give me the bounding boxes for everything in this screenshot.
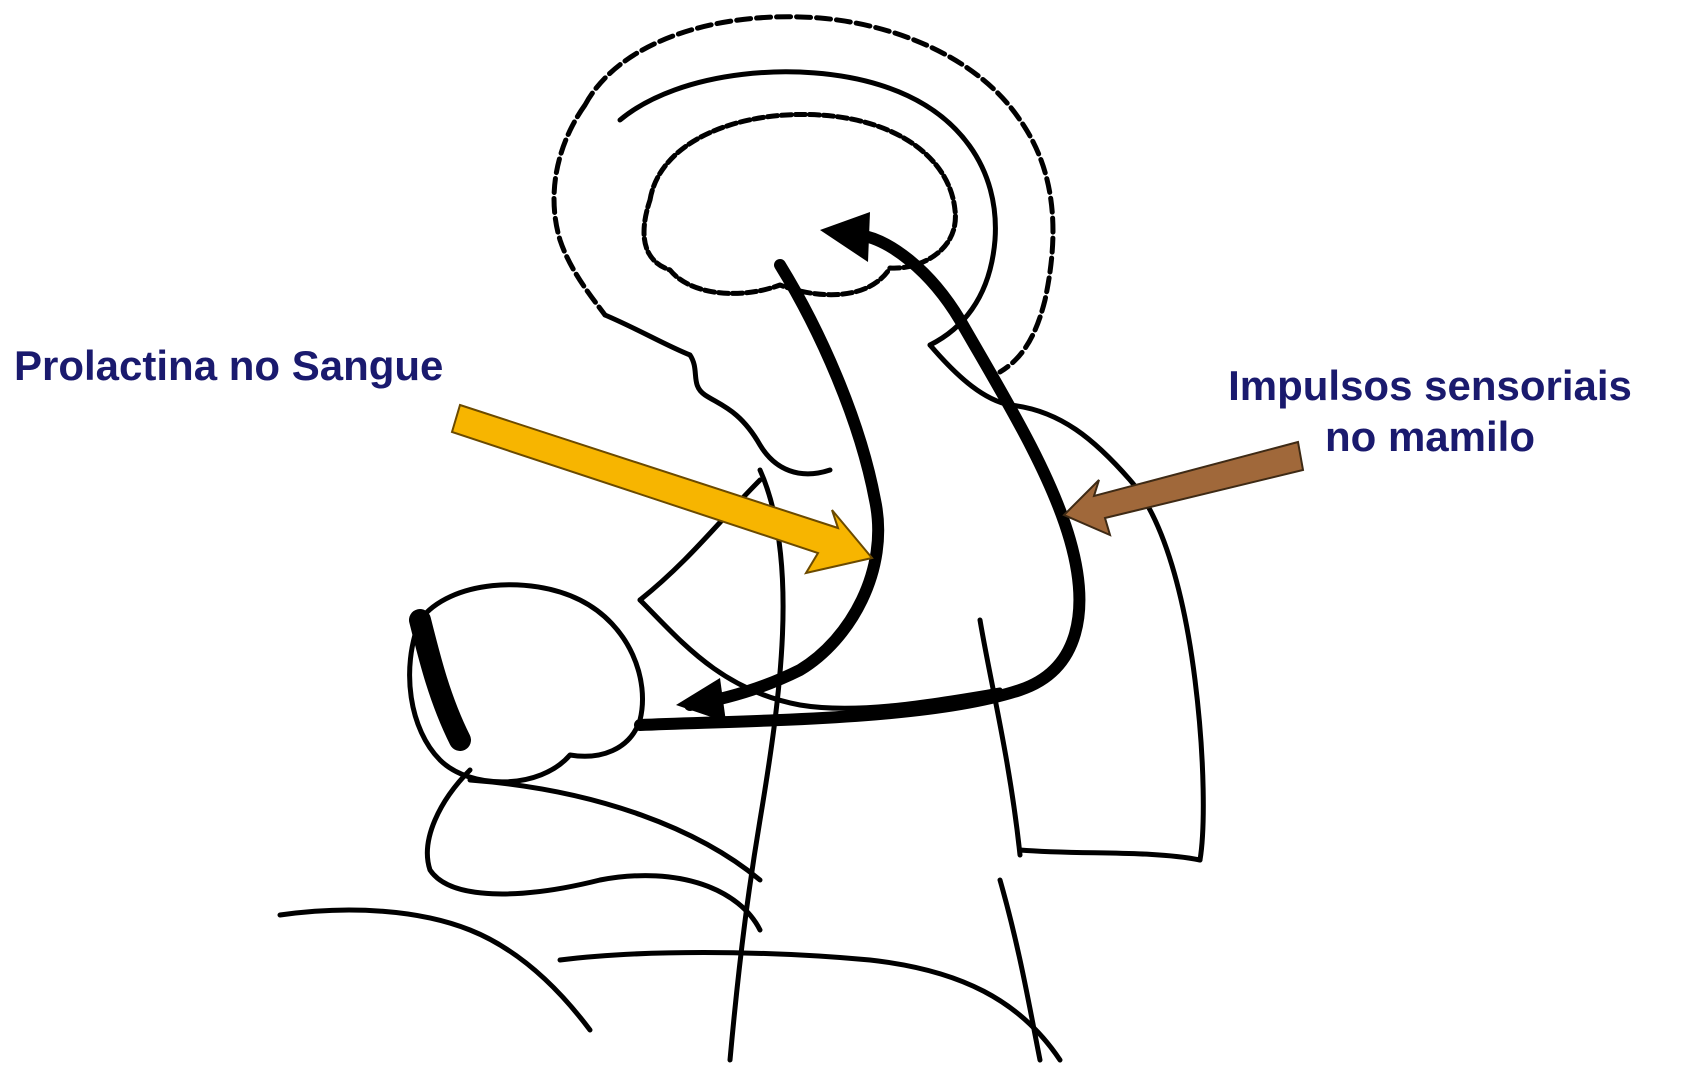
- baby-hair: [420, 620, 460, 740]
- mother-arm: [280, 910, 1060, 1060]
- sensory-label-line1: Impulsos sensoriais: [1180, 360, 1680, 411]
- prolactin-label: Prolactina no Sangue: [14, 340, 534, 391]
- sensory-path: [640, 235, 1079, 725]
- mother-neck: [930, 345, 1203, 860]
- prolactin-arrow: [452, 405, 872, 573]
- mother-face: [605, 315, 830, 474]
- sensory-label-line2: no mamilo: [1180, 411, 1680, 462]
- brain-outline: [644, 114, 955, 294]
- baby-body: [427, 770, 760, 930]
- mother-sleeve: [980, 620, 1200, 860]
- sensory-arrowhead-icon: [820, 212, 870, 262]
- prolactin-arrowhead-icon: [676, 678, 726, 722]
- sensory-impulses-label: Impulsos sensoriais no mamilo: [1180, 360, 1680, 462]
